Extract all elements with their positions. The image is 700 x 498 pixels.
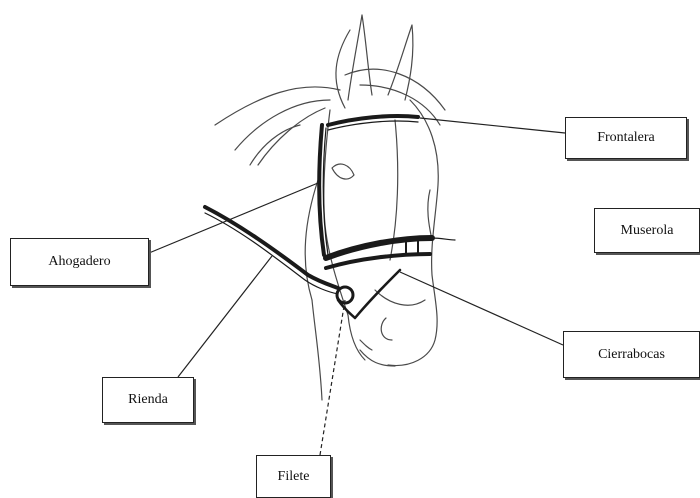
- leader-rienda: [178, 256, 272, 377]
- label-filete: Filete: [256, 455, 331, 498]
- bridle-straps: [205, 116, 455, 318]
- leader-cierrabocas: [400, 272, 563, 345]
- leader-frontalera: [420, 118, 565, 133]
- label-ahogadero: Ahogadero: [10, 238, 149, 286]
- label-frontalera: Frontalera: [565, 117, 687, 159]
- flash-strap: [338, 270, 400, 318]
- label-cierrabocas: Cierrabocas: [563, 331, 700, 378]
- leader-filete: [320, 300, 345, 455]
- horse-head-sketch: [215, 15, 445, 400]
- label-muserola: Muserola: [594, 208, 700, 253]
- leader-lines: [149, 118, 565, 455]
- label-rienda: Rienda: [102, 377, 194, 423]
- rein-strap: [205, 207, 338, 288]
- leader-ahogadero: [149, 183, 318, 253]
